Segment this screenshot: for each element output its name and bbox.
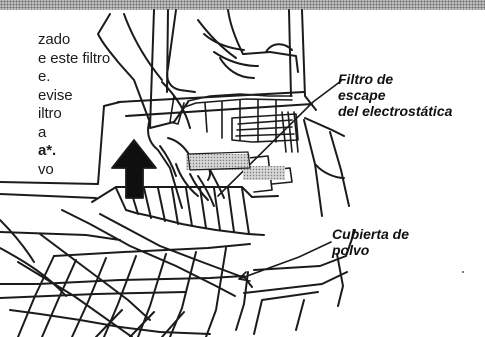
dust-cover-callout-line-1: Cubierta de <box>332 226 410 242</box>
callout-leader-lines <box>217 80 342 282</box>
dust-cover-callout-line-2: polvo <box>332 242 370 258</box>
instruction-line-6: a <box>38 123 47 141</box>
instruction-line-1: zado <box>38 31 71 48</box>
reach-hand <box>166 9 299 93</box>
instruction-line-7-bold: a*. <box>38 142 57 159</box>
instruction-line-5: iltro <box>38 105 62 122</box>
dust-cover-grille <box>0 91 313 337</box>
instruction-line-8: vo <box>38 160 54 178</box>
lifting-hand <box>97 13 225 209</box>
electrostatic-filter-callout-line-3: del electrostática <box>338 103 453 119</box>
dust-cover-callout: Cubierta de polvo <box>332 226 409 258</box>
instruction-line-4: evise <box>38 86 73 104</box>
instruction-line-7: a*. <box>38 142 110 161</box>
electrostatic-filter-callout-line-2: escape <box>338 87 386 103</box>
dotted-top-band <box>0 0 485 10</box>
instruction-line-2: e este filtro <box>38 49 111 67</box>
lift-direction-arrow-icon <box>111 139 157 199</box>
instruction-line-3: e. <box>38 68 51 85</box>
electrostatic-filter-callout-line-1: Filtro de <box>338 71 394 87</box>
partial-instruction-text: zado e este filtro e. evise iltro a a*. … <box>38 31 110 179</box>
electrostatic-filter-callout: Filtro de escape del electrostática <box>338 71 452 119</box>
